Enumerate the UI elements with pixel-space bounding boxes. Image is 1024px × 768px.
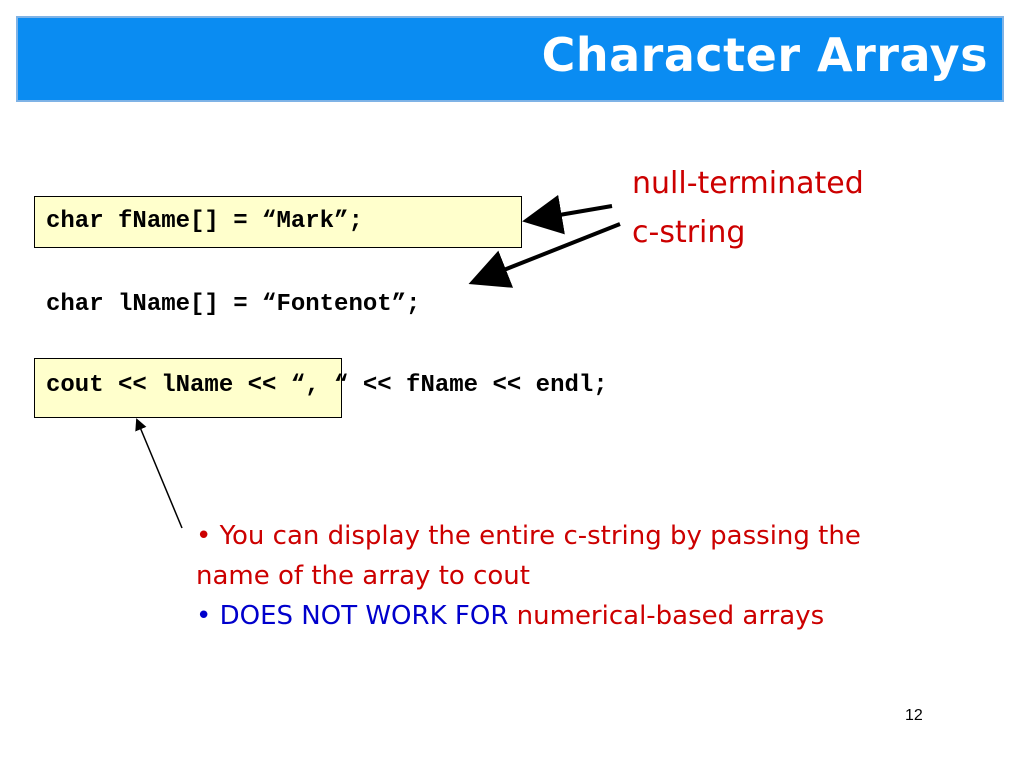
arrow-to-fname [522, 194, 613, 235]
note-bullet-2: • DOES NOT WORK FOR numerical-based arra… [196, 596, 896, 636]
cout-highlight-box [34, 358, 342, 418]
note-bullet-2-emphasis: • DOES NOT WORK FOR [196, 601, 509, 631]
slide-title: Character Arrays [541, 28, 988, 82]
note-bullet-2-rest: numerical-based arrays [508, 601, 825, 631]
fname-highlight-box [34, 196, 522, 248]
title-bar: Character Arrays [16, 16, 1004, 102]
annotation-null-terminated: null-terminated [632, 166, 864, 201]
arrow-to-lname [468, 222, 621, 288]
annotation-c-string: c-string [632, 215, 746, 250]
explanation-note: • You can display the entire c-string by… [196, 516, 896, 636]
slide-number: 12 [905, 707, 923, 724]
arrow-to-cout [135, 418, 183, 529]
code-line-cout: cout << lName << “, “ << fName << endl; [46, 372, 608, 399]
code-line-lname: char lName[] = “Fontenot”; [46, 291, 421, 318]
code-line-fname: char fName[] = “Mark”; [46, 208, 363, 235]
note-bullet-1: • You can display the entire c-string by… [196, 521, 861, 591]
